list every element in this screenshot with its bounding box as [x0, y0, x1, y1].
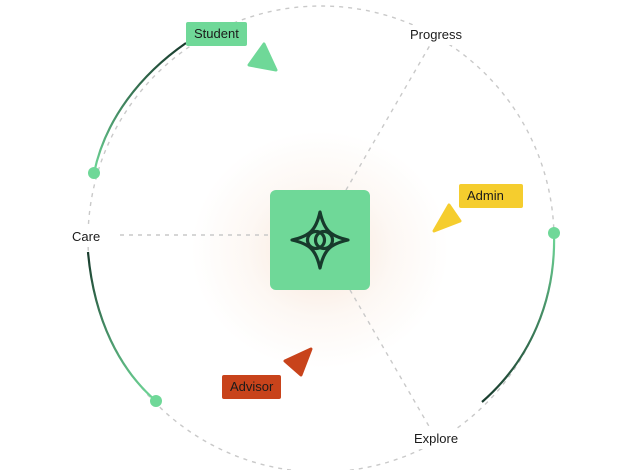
- arc-right: [481, 232, 556, 403]
- node-label-care: Care: [68, 227, 105, 247]
- center-logo-tile: [270, 190, 370, 290]
- node-label-progress: Progress: [406, 25, 467, 45]
- advisor-pointer-icon: [283, 347, 313, 377]
- arc-dot-left-top: [88, 167, 100, 179]
- arc-dot-right: [548, 227, 560, 239]
- tag-advisor: Advisor: [222, 375, 282, 399]
- admin-pointer-icon: [432, 203, 462, 233]
- spoke-progress: [345, 39, 434, 191]
- student-pointer-icon: [247, 42, 278, 72]
- arc-dot-left-bottom: [150, 395, 162, 407]
- tag-admin: Admin: [459, 184, 523, 208]
- sparkle-logo-icon: [290, 210, 350, 270]
- tag-student: Student: [186, 22, 247, 46]
- arc-left-top: [92, 42, 187, 174]
- spoke-explore: [349, 289, 431, 429]
- node-label-explore: Explore: [410, 429, 463, 449]
- arc-left-bottom: [86, 251, 157, 402]
